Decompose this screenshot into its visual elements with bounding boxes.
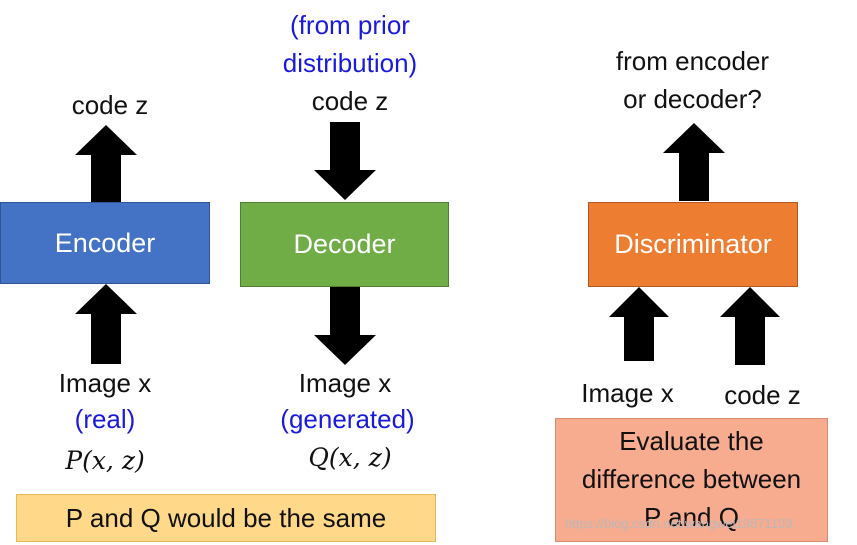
decoder-formula: Q(x, z) xyxy=(308,443,392,472)
decoder-output-label: Image x xyxy=(298,368,392,398)
evaluate-line2: difference between xyxy=(581,464,802,495)
up-arrow-icon xyxy=(75,125,137,202)
down-arrow-icon xyxy=(314,122,376,200)
encoder-box: Encoder xyxy=(0,202,210,284)
decoder-output-note: (generated) xyxy=(280,404,415,434)
up-arrow-icon xyxy=(609,287,669,361)
encoder-label: Encoder xyxy=(54,227,156,258)
up-arrow-icon xyxy=(720,287,780,365)
decoder-box: Decoder xyxy=(240,202,449,287)
decoder-prior-line2: distribution) xyxy=(282,48,418,78)
decoder-label: Decoder xyxy=(293,229,396,259)
down-arrow-icon xyxy=(314,287,376,365)
encoder-output-label: code z xyxy=(71,90,149,120)
evaluate-line1: Evaluate the xyxy=(619,426,764,457)
decoder-prior-line1: (from prior xyxy=(290,10,410,40)
decoder-code-label: code z xyxy=(311,86,389,116)
discriminator-question-line2: or decoder? xyxy=(623,84,762,114)
up-arrow-icon xyxy=(75,284,137,364)
same-distribution-note: P and Q would be the same xyxy=(16,494,436,542)
encoder-input-note: (real) xyxy=(74,404,136,434)
same-distribution-text: P and Q would be the same xyxy=(65,502,387,533)
discriminator-box: Discriminator xyxy=(588,202,798,287)
evaluate-difference-note: Evaluate the difference between P and Q xyxy=(555,418,828,542)
watermark: https://blog.csdn.net/wangwei19871103 xyxy=(565,516,793,531)
up-arrow-icon xyxy=(663,123,725,201)
discriminator-code-input: code z xyxy=(724,380,801,410)
encoder-input-label: Image x xyxy=(58,368,152,398)
evaluate-line3: P and Q xyxy=(644,501,739,532)
encoder-formula: P(x, z) xyxy=(65,446,145,475)
discriminator-label: Discriminator xyxy=(614,229,772,259)
discriminator-image-input: Image x xyxy=(581,378,674,408)
discriminator-question-line1: from encoder xyxy=(615,46,770,76)
